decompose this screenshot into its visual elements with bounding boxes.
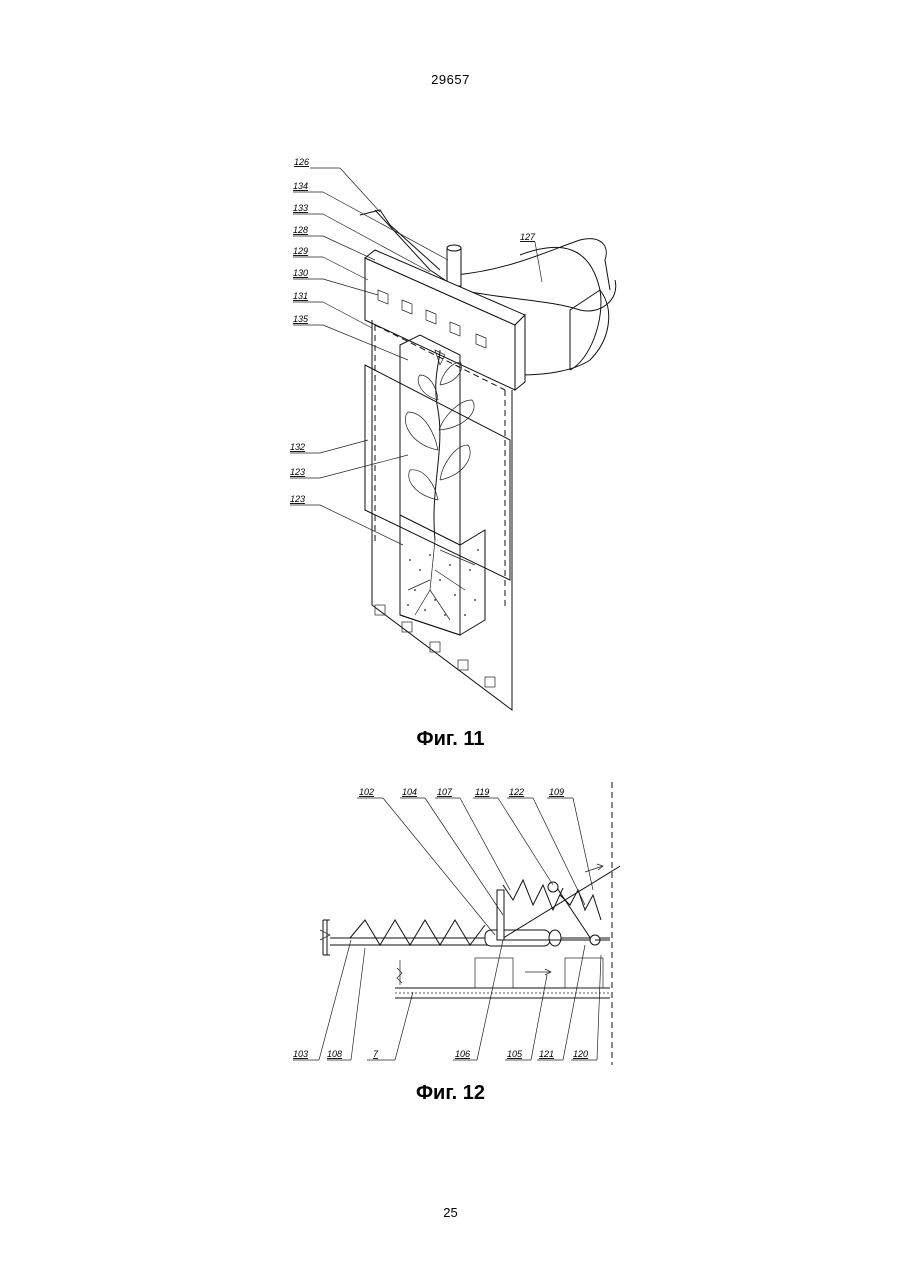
fig11-label-131: 131 xyxy=(293,291,308,301)
fig11-label-134: 134 xyxy=(293,181,308,191)
fig12-label-105: 105 xyxy=(507,1049,523,1059)
fig11-label-129: 129 xyxy=(293,246,308,256)
fig11-label-130: 130 xyxy=(293,268,308,278)
page-number: 25 xyxy=(0,1205,901,1220)
fig12-label-121: 121 xyxy=(539,1049,554,1059)
fig11-label-123a: 123 xyxy=(290,467,305,477)
fig12-label-108: 108 xyxy=(327,1049,342,1059)
figure-12-caption: Фиг. 12 xyxy=(0,1082,901,1105)
figure-11-drawing: 126 134 133 128 129 130 131 135 132 123 … xyxy=(280,150,630,720)
fig12-label-106: 106 xyxy=(455,1049,470,1059)
fig12-label-7: 7 xyxy=(373,1049,379,1059)
fig12-label-104: 104 xyxy=(402,787,417,797)
figure-12-drawing: 102 104 107 119 122 109 103 108 7 106 10… xyxy=(285,780,620,1070)
fig12-label-119: 119 xyxy=(475,787,489,797)
fig11-label-133: 133 xyxy=(293,203,308,213)
patent-number: 29657 xyxy=(0,72,901,87)
fig11-label-128: 128 xyxy=(293,225,308,235)
fig12-label-120: 120 xyxy=(573,1049,588,1059)
fig11-label-135: 135 xyxy=(293,314,309,324)
fig12-label-109: 109 xyxy=(549,787,564,797)
fig11-label-123b: 123 xyxy=(290,494,305,504)
fig12-label-103: 103 xyxy=(293,1049,308,1059)
fig11-label-126: 126 xyxy=(294,157,309,167)
fig11-label-132: 132 xyxy=(290,442,305,452)
figure-11-caption: Фиг. 11 xyxy=(0,728,901,751)
fig12-label-122: 122 xyxy=(509,787,524,797)
fig11-label-127: 127 xyxy=(520,232,536,242)
fig12-label-107: 107 xyxy=(437,787,453,797)
fig12-label-102: 102 xyxy=(359,787,374,797)
